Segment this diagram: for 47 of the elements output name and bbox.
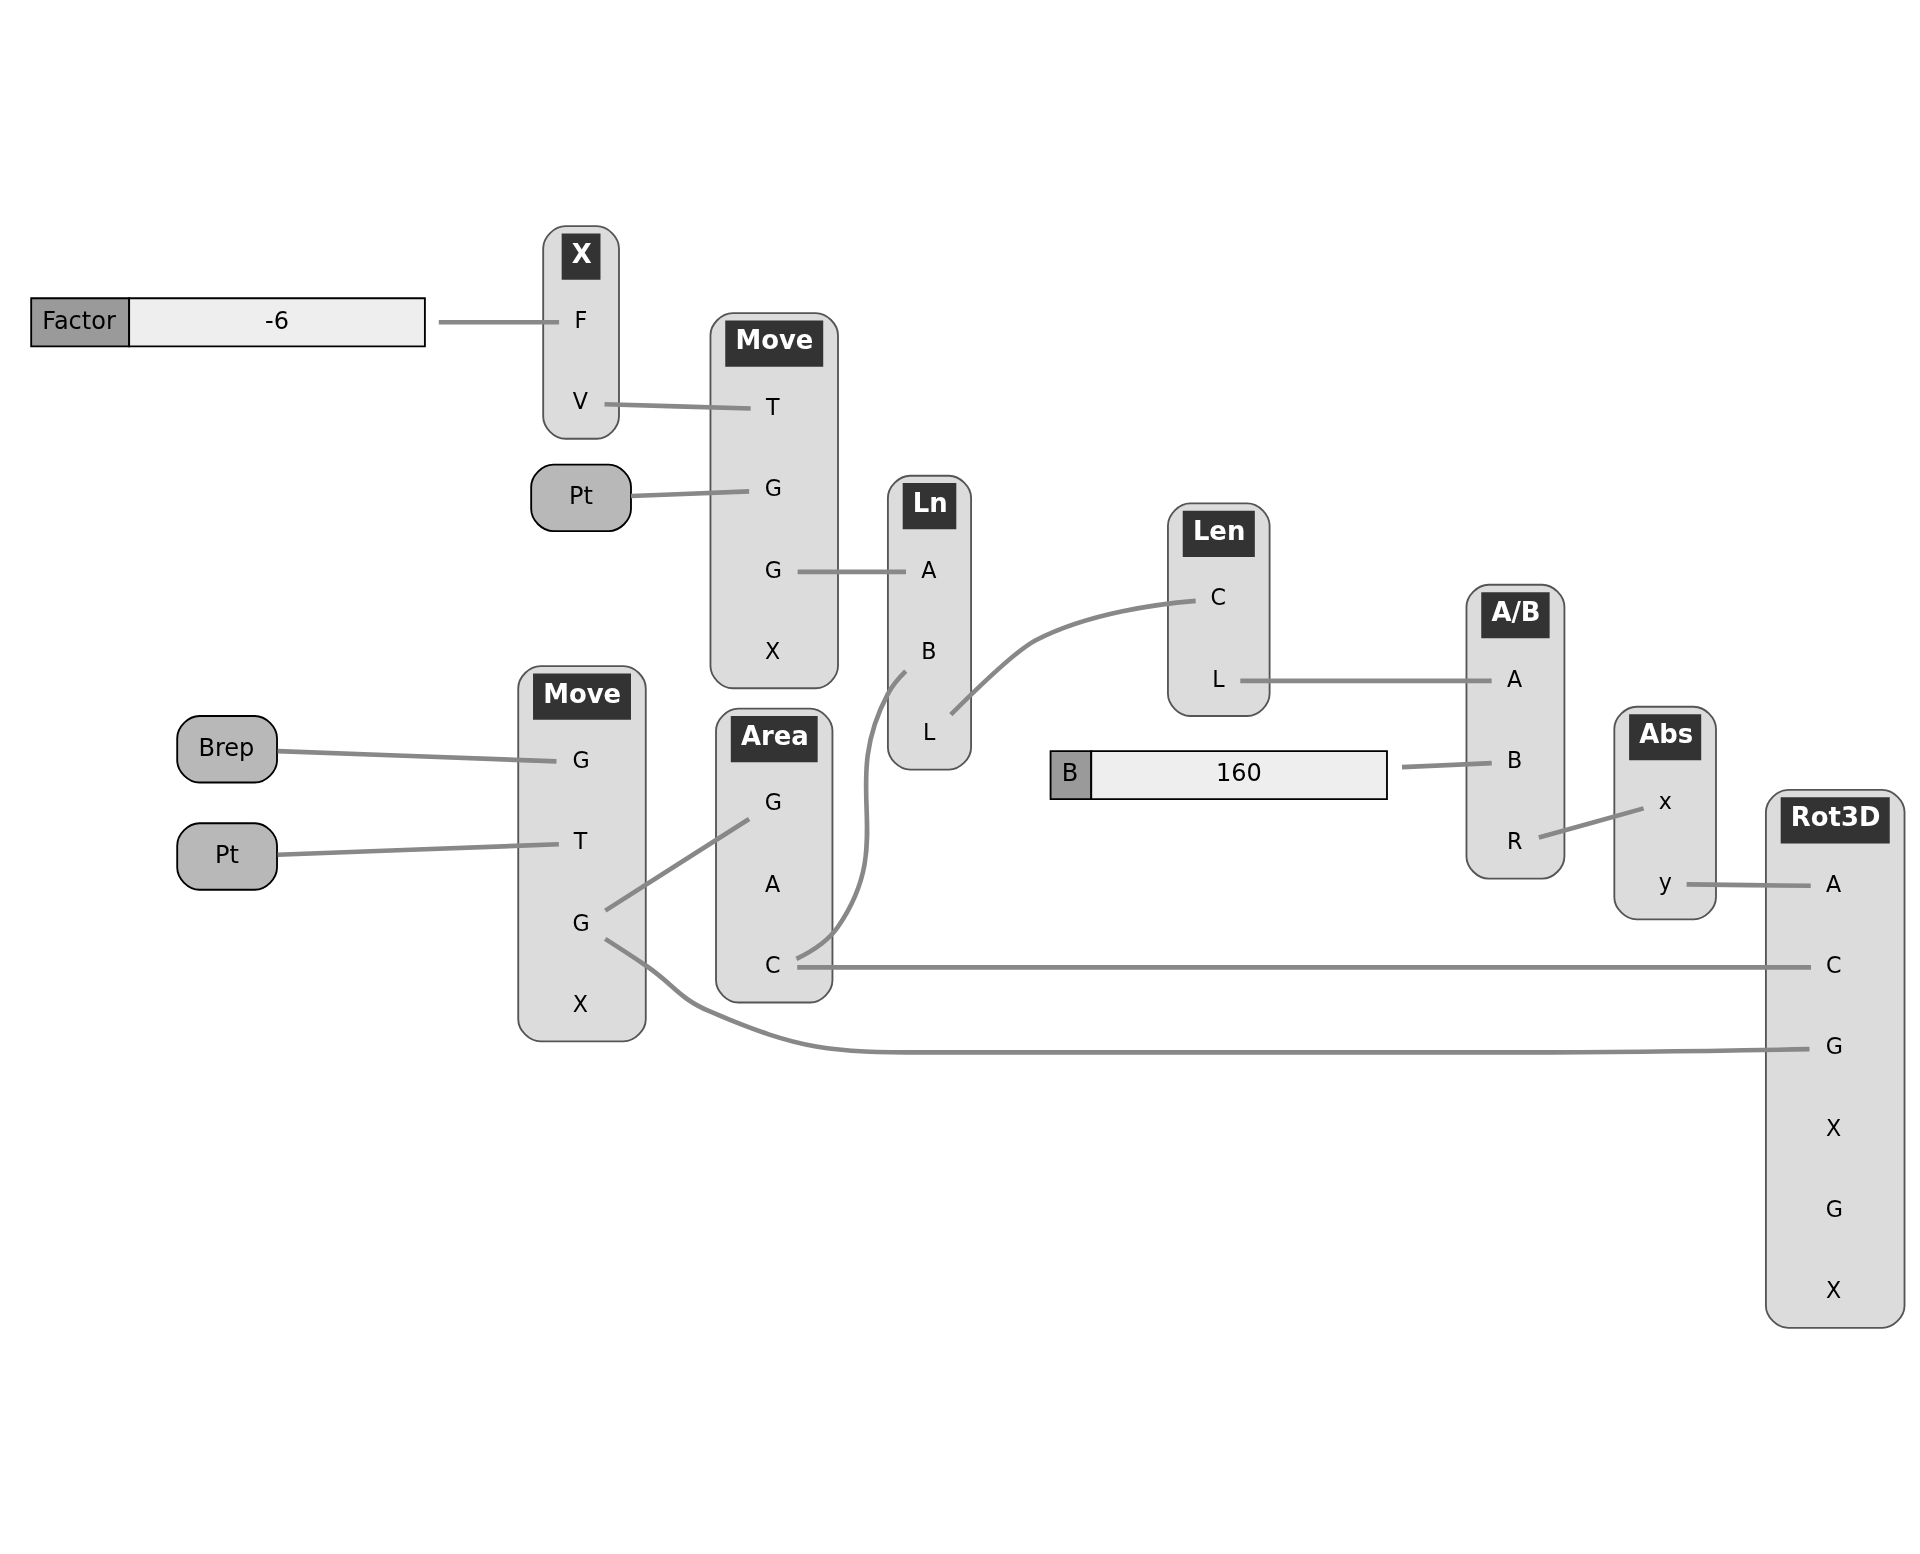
- connector: [797, 569, 907, 575]
- connector: [1401, 760, 1492, 770]
- node-text: y: [1658, 868, 1672, 895]
- node-text: G: [572, 746, 590, 773]
- node-text: G: [1825, 1196, 1843, 1223]
- node-text: F: [574, 307, 588, 334]
- node-text: X: [1825, 1277, 1842, 1304]
- node-text: C: [1825, 952, 1842, 979]
- node-text: A: [921, 556, 937, 583]
- connector: [1240, 678, 1492, 684]
- node-text: V: [572, 388, 588, 415]
- connector: [630, 489, 750, 499]
- connector: [604, 401, 751, 411]
- connector: [1538, 806, 1645, 840]
- connector: [795, 669, 908, 961]
- node-text: x: [1658, 787, 1672, 814]
- node-text: T: [573, 828, 588, 855]
- connector: [438, 320, 560, 325]
- node-text: B: [1507, 746, 1523, 773]
- node-text: G: [572, 909, 590, 936]
- node-text: G: [764, 556, 782, 583]
- node-box: Pt: [530, 463, 632, 533]
- connector: [603, 936, 1810, 1055]
- node-text: B: [921, 637, 937, 664]
- connector: [797, 965, 1812, 970]
- node-text: L: [923, 719, 936, 746]
- node-text: C: [765, 952, 781, 979]
- node-text: X: [765, 637, 781, 664]
- node-text: C: [1210, 584, 1226, 611]
- connector: [949, 598, 1196, 717]
- node-box: Pt: [176, 822, 278, 891]
- node-text: A: [1825, 870, 1842, 897]
- node-text: T: [765, 393, 780, 420]
- node-text: A: [765, 870, 781, 897]
- node-text: G: [1825, 1033, 1843, 1060]
- connector: [277, 842, 559, 857]
- node-text: A: [1507, 665, 1523, 692]
- connector: [1686, 882, 1811, 889]
- node-box: Brep: [176, 715, 278, 784]
- node-text: G: [764, 475, 782, 502]
- node-text: X: [572, 990, 588, 1017]
- node-text: L: [1212, 665, 1225, 692]
- node-text: G: [764, 789, 782, 816]
- connector: [277, 748, 557, 764]
- node-text: R: [1507, 828, 1523, 855]
- node-text: X: [1825, 1114, 1842, 1141]
- connector: [604, 817, 751, 913]
